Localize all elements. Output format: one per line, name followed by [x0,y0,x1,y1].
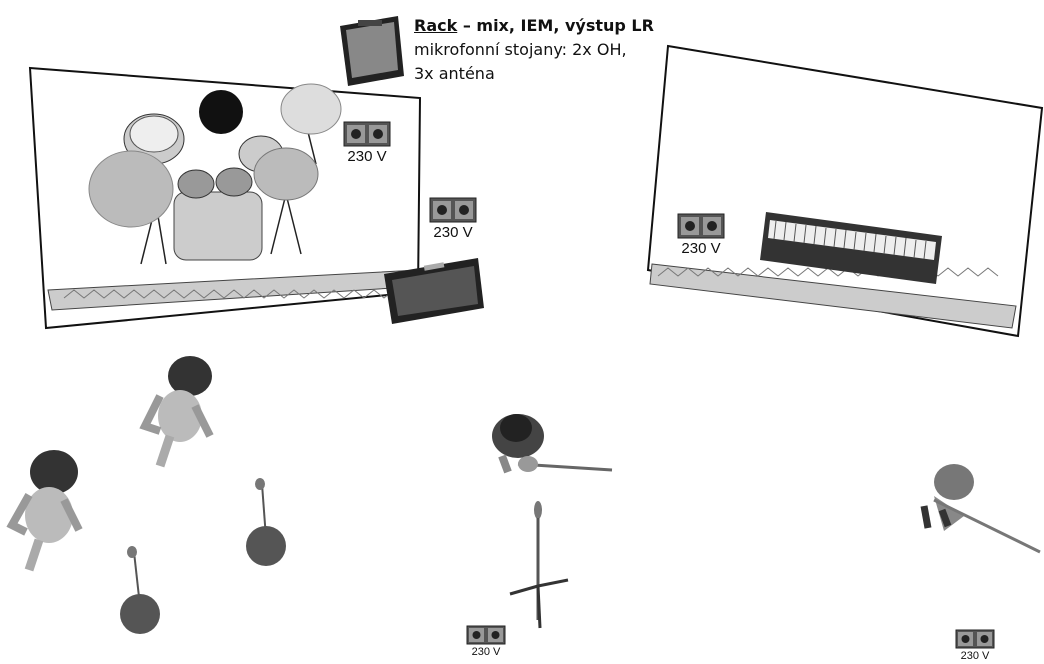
drum-kit [88,83,342,265]
socket-label: 230 V [960,650,990,662]
singer-figure [6,450,83,572]
keyboard [760,212,942,284]
drum-throne [199,90,243,134]
mic-stand [120,546,160,634]
guitarist-figure [920,464,1041,554]
socket-icon [466,625,506,645]
socket-icon [429,197,477,223]
mic-stand-tripod [509,501,569,629]
socket-label: 230 V [433,224,473,241]
rack-note-line2: mikrofonní stojany: 2x OH, [414,40,627,59]
amplifier [384,258,484,324]
power-socket: 230 V [674,213,728,257]
power-socket: 230 V [464,625,508,658]
keyboard-riser [646,44,1044,338]
socket-icon [343,121,391,147]
rack-note: Rack – mix, IEM, výstup LR mikrofonní st… [414,14,684,86]
socket-label: 230 V [681,240,721,257]
guitarist-figure [492,414,613,474]
rack-word: Rack [414,16,458,35]
rack-note-line3: 3x anténa [414,64,495,83]
rack-unit [340,16,404,86]
power-socket: 230 V [950,629,1000,662]
socket-icon [955,629,995,649]
socket-label: 230 V [471,646,501,658]
power-socket: 230 V [342,121,392,165]
socket-icon [677,213,725,239]
rack-note-title-rest: – mix, IEM, výstup LR [457,16,654,35]
rack-note-title: Rack – mix, IEM, výstup LR [414,14,684,38]
power-socket: 230 V [428,197,478,241]
mic-stand [246,478,286,566]
socket-label: 230 V [347,148,387,165]
singer-figure [139,356,214,468]
